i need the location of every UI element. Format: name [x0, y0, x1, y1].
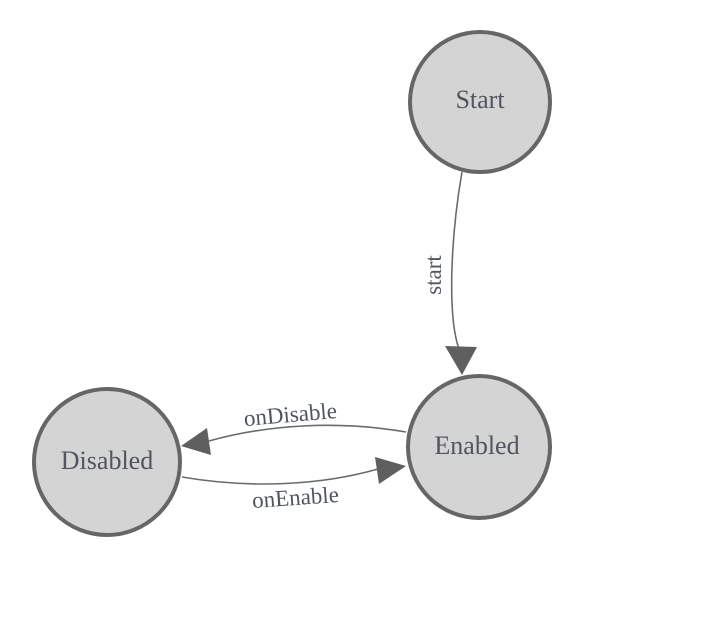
transition-label-onenable: onEnable [251, 482, 339, 513]
state-node-enabled: Enabled [406, 374, 552, 520]
state-circle-start [408, 30, 552, 174]
state-label-enabled: Enabled [434, 431, 519, 460]
state-label-start: Start [455, 85, 505, 114]
state-label-disabled: Disabled [61, 446, 153, 475]
state-circle-enabled [406, 374, 552, 520]
transition-disabled-to-enabled: onEnable [181, 457, 406, 513]
transition-enabled-to-disabled: onDisable [181, 398, 407, 455]
transition-arrowhead-ondisable [181, 428, 211, 455]
transition-start-to-enabled: start [421, 171, 477, 375]
transition-edge-start [450, 171, 463, 350]
state-node-disabled: Disabled [32, 387, 182, 537]
transition-edge-ondisable [208, 424, 407, 442]
transition-arrowhead-start [445, 346, 477, 375]
transition-label-start: start [421, 255, 446, 295]
state-node-start: Start [408, 30, 552, 174]
transition-edge-onenable [181, 468, 379, 485]
transition-arrowhead-onenable [375, 457, 406, 484]
state-circle-disabled [32, 387, 182, 537]
